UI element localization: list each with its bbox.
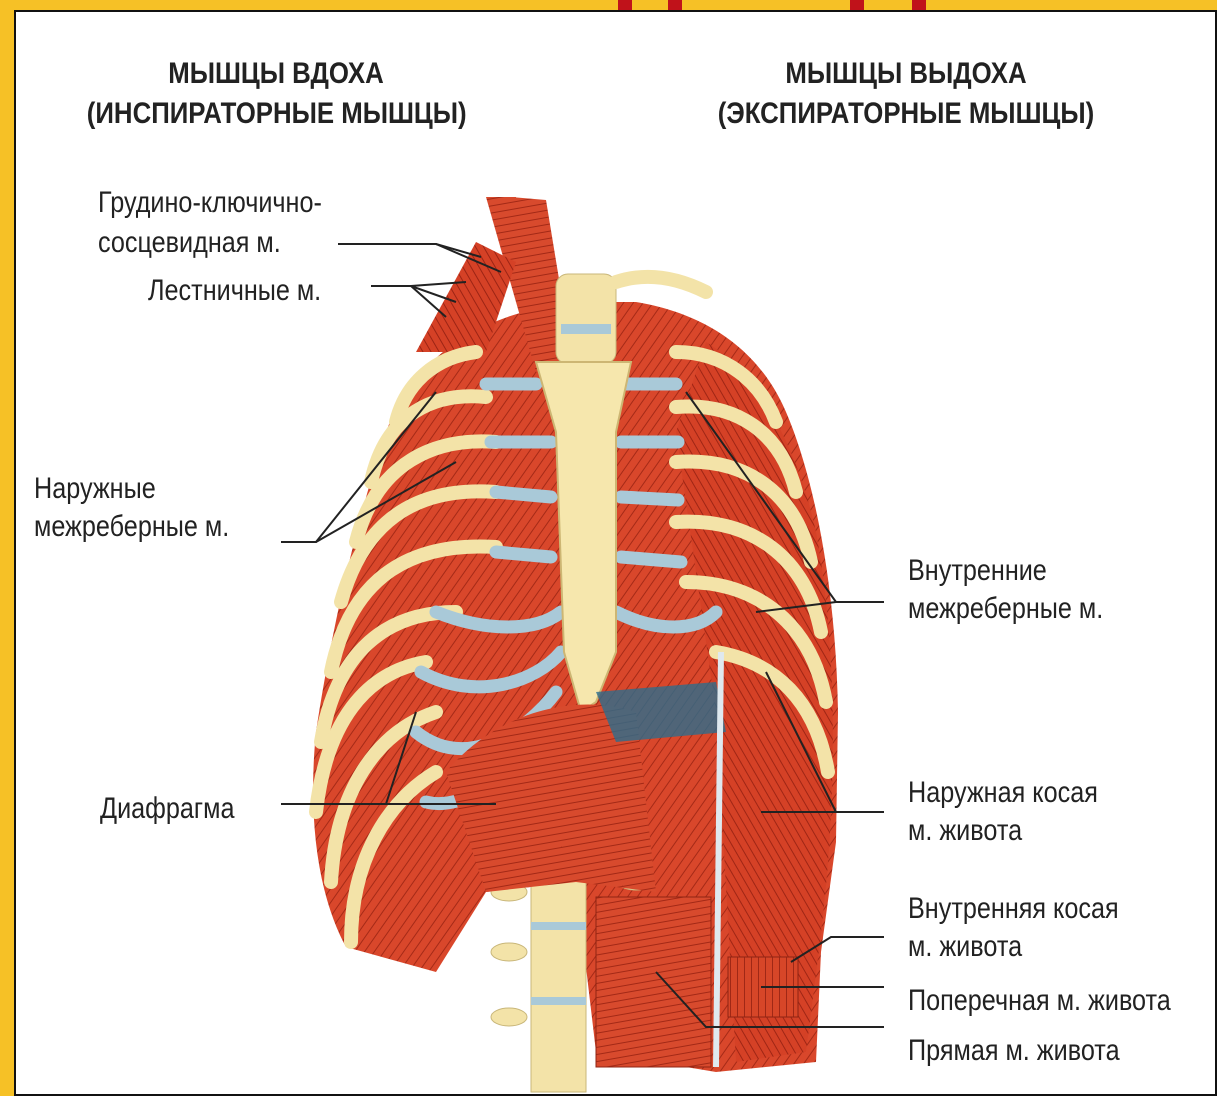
clavicle xyxy=(616,277,706,292)
label-external-oblique-line1: Наружная косая xyxy=(908,774,1098,812)
label-internal-oblique-line2: м. живота xyxy=(908,928,1022,966)
label-internal-oblique-line1: Внутренняя косая xyxy=(908,890,1119,928)
inspiratory-title-line2: (ИНСПИРАТОРНЫЕ МЫШЦЫ) xyxy=(87,94,465,134)
label-scalene: Лестничные м. xyxy=(148,272,321,310)
expiratory-title-line2: (ЭКСПИРАТОРНЫЕ МЫШЦЫ) xyxy=(708,94,1104,134)
label-rectus-abdominis: Прямая м. живота xyxy=(908,1032,1120,1070)
diaphragm-tendon xyxy=(596,682,726,742)
red-tab-mark xyxy=(912,0,926,10)
label-scm-line1: Грудино-ключично- xyxy=(98,184,322,222)
red-tab-mark xyxy=(618,0,632,10)
label-external-intercostal-line1: Наружные xyxy=(34,470,156,508)
rectus-abdominis xyxy=(596,897,711,1067)
label-diaphragm: Диафрагма xyxy=(100,790,234,828)
label-internal-intercostal-line2: межреберные м. xyxy=(908,590,1103,628)
label-external-intercostal-line2: межреберные м. xyxy=(34,508,229,546)
label-transverse-abdominis: Поперечная м. живота xyxy=(908,982,1171,1020)
label-internal-intercostal-line1: Внутренние xyxy=(908,552,1047,590)
inspiratory-title-line1: МЫШЦЫ ВДОХА xyxy=(130,54,422,94)
red-tab-mark xyxy=(668,0,682,10)
red-tab-mark xyxy=(850,0,864,10)
expiratory-title-line1: МЫШЦЫ ВЫДОХА xyxy=(760,54,1052,94)
label-scm-line2: сосцевидная м. xyxy=(98,224,281,262)
diagram-canvas: МЫШЦЫ ВДОХА (ИНСПИРАТОРНЫЕ МЫШЦЫ) МЫШЦЫ … xyxy=(14,10,1217,1096)
label-external-oblique-line2: м. живота xyxy=(908,812,1022,850)
